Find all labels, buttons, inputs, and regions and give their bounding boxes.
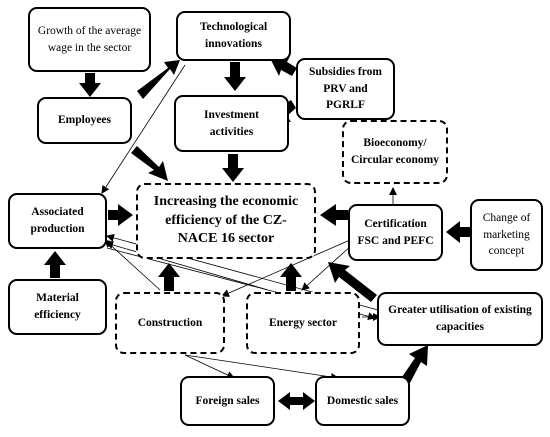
arrow-associated-to-central <box>108 204 133 226</box>
node-growth-wage-label: Growth of the average wage in the sector <box>37 24 142 54</box>
node-construction-label: Construction <box>137 316 203 329</box>
node-energy-sector-label: Energy sector <box>268 316 338 329</box>
node-domestic-sales-label: Domestic sales <box>326 394 399 407</box>
node-bioeconomy-label: Bioeconomy/ Circular economy <box>350 137 440 166</box>
arrow-marketing-to-certification <box>446 221 470 243</box>
arrow-investment-to-central <box>222 154 244 182</box>
node-investment-activities: Investment activities <box>174 95 289 152</box>
arrow-certification-to-central <box>320 204 348 226</box>
node-material-efficiency: Material efficiency <box>8 279 107 335</box>
node-foreign-sales: Foreign sales <box>180 376 275 426</box>
node-energy-sector: Energy sector <box>246 292 360 354</box>
arrow-construction-to-central <box>158 263 180 291</box>
node-central-efficiency: Increasing the economic efficiency of th… <box>136 183 316 259</box>
node-associated-production: Associated production <box>8 193 107 249</box>
arrow-wage-to-employees <box>79 73 101 97</box>
node-marketing-concept-label: Change of marketing concept <box>482 211 531 258</box>
thin-arrow-construction-to-domestic <box>184 354 339 381</box>
node-greater-utilisation-label: Greater utilisation of existing capaciti… <box>388 304 532 333</box>
arrow-domestic-to-greater <box>402 345 428 383</box>
thin-arrow-construction-to-foreign <box>184 354 235 379</box>
node-marketing-concept: Change of marketing concept <box>470 199 543 271</box>
node-growth-wage: Growth of the average wage in the sector <box>28 7 151 72</box>
node-technological-innovations: Technological innovations <box>176 11 291 61</box>
node-domestic-sales: Domestic sales <box>315 376 410 426</box>
node-certification-label: Certification FSC and PEFC <box>357 217 434 247</box>
arrow-foreign-domestic-double <box>278 392 315 410</box>
thin-arrow-certification-to-energy <box>301 244 353 291</box>
node-bioeconomy: Bioeconomy/ Circular economy <box>342 120 448 184</box>
node-investment-activities-label: Investment activities <box>204 108 259 138</box>
arrow-tech-to-investment <box>224 62 246 91</box>
arrow-employees-to-tech <box>137 60 180 99</box>
node-foreign-sales-label: Foreign sales <box>195 394 260 407</box>
thin-arrow-construction-to-associated <box>104 239 161 291</box>
arrow-energy-to-central <box>280 263 302 291</box>
node-central-efficiency-label: Increasing the economic efficiency of th… <box>153 193 299 247</box>
node-employees: Employees <box>37 97 132 144</box>
thin-arrow-certification-to-construction <box>221 239 351 297</box>
arrow-material-to-associated <box>44 251 66 278</box>
node-material-efficiency-label: Material efficiency <box>34 292 81 321</box>
node-greater-utilisation: Greater utilisation of existing capaciti… <box>377 292 543 346</box>
node-subsidies: Subsidies from PRV and PGRLF <box>296 58 395 120</box>
node-subsidies-label: Subsidies from PRV and PGRLF <box>309 65 382 112</box>
arrow-subsidies-to-tech <box>269 56 297 76</box>
thin-arrow-tech-to-associated <box>101 64 186 194</box>
node-employees-label: Employees <box>57 114 112 127</box>
node-technological-innovations-label: Technological innovations <box>199 21 268 50</box>
arrow-greater-to-central <box>328 262 377 302</box>
arrow-employees-to-central <box>131 146 168 181</box>
node-construction: Construction <box>115 292 225 354</box>
node-certification: Certification FSC and PEFC <box>348 204 443 261</box>
node-associated-production-label: Associated production <box>30 206 85 235</box>
thin-arrow-energy-to-associated <box>105 241 269 291</box>
